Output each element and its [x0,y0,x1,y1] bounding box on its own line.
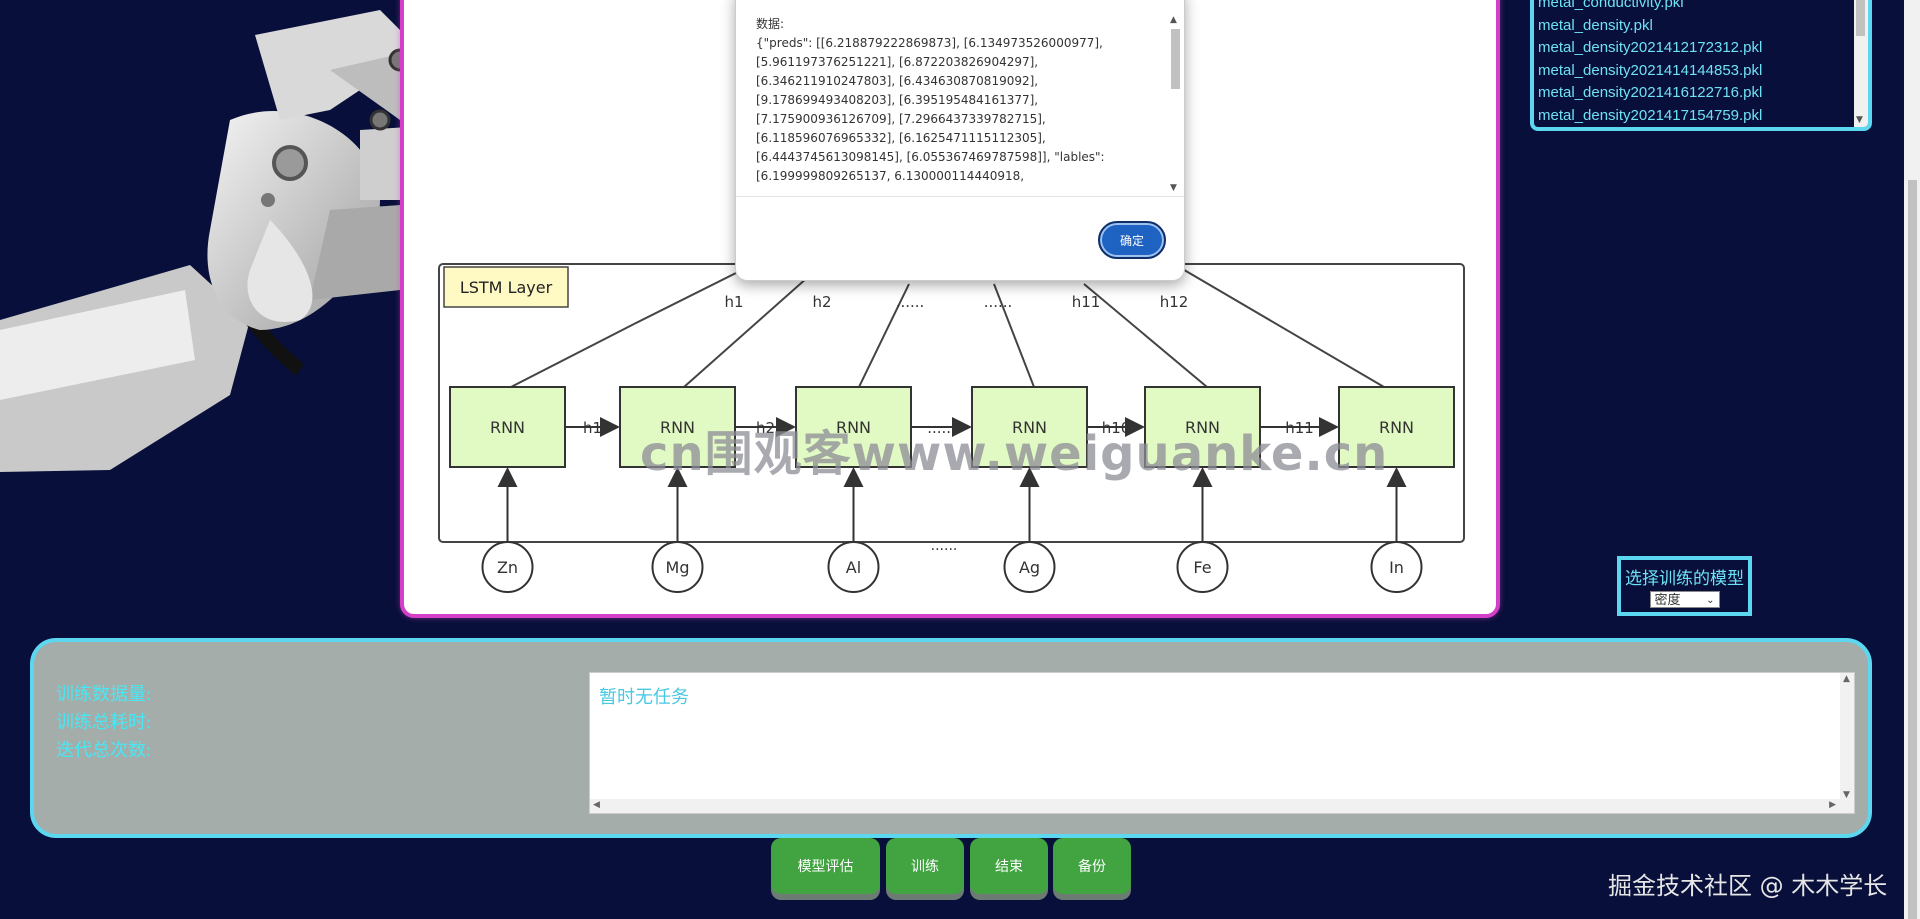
lstm-diagram-panel: LSTM Layer h1 h2 ...... ...... h11 h12 R… [400,0,1500,618]
input-node [1370,541,1423,593]
hidden-state-label: h2 [756,419,775,437]
scroll-left-icon[interactable]: ◀ [593,800,600,810]
training-log-textarea[interactable]: 暂时无任务 ▲ ▼ ◀ ▶ [589,672,1855,814]
footer-credit: 掘金技术社区 @ 木木学长 [1608,872,1888,900]
hidden-top-label: h11 [1072,293,1101,311]
file-list-scroll-thumb[interactable] [1856,0,1865,36]
model-select-value: 密度 [1654,593,1681,608]
input-node [651,541,704,593]
log-text: 暂时无任务 [599,687,689,707]
modal-scroll-thumb[interactable] [1171,29,1180,89]
lstm-layer-label-box [443,266,569,308]
log-vertical-scrollbar[interactable]: ▲ ▼ [1840,673,1854,801]
page-scroll-thumb[interactable] [1908,180,1917,919]
file-item[interactable]: metal_density2021417154759.pkl [1538,106,1763,124]
file-item[interactable]: metal_conductivity.pkl [1538,0,1684,11]
input-node [481,541,534,593]
inputs: Zn Mg Al Ag Fe In [481,467,1423,593]
file-item[interactable]: metal_density.pkl [1538,16,1653,34]
hidden-top-label: h1 [724,293,743,311]
hidden-top-label: h2 [812,293,831,311]
rnn-cell-label: RNN [836,418,871,437]
rnn-cell-label: RNN [490,418,525,437]
rnn-cell-label: RNN [1185,418,1220,437]
lstm-layer-frame [438,263,1465,543]
input-node-label: Fe [1193,558,1211,577]
chevron-down-icon: ⌄ [1706,595,1715,606]
modal-heading: 数据: [756,17,785,31]
rnn-cell [619,386,736,468]
rnn-cell-label: RNN [660,418,695,437]
stat-total-time: 训练总耗时: [56,712,152,732]
hidden-output-lines [510,223,1385,388]
scroll-down-icon[interactable]: ▼ [1843,790,1850,800]
hidden-top-label: h12 [1160,293,1189,311]
input-node-label: Mg [666,558,690,577]
file-list-scrollbar[interactable]: ▼ [1854,0,1868,127]
training-status-panel: 训练数据量: 训练总耗时: 迭代总次数: 暂时无任务 ▲ ▼ ◀ ▶ [30,638,1872,838]
hidden-state-label: ...... [927,419,956,437]
model-file-list[interactable]: metal_conductivity.pkl metal_density.pkl… [1530,0,1872,131]
modal-divider [736,196,1184,197]
modal-content: 数据: {"preds": [[6.218879222869873], [6.1… [756,15,1186,187]
backup-button[interactable]: 备份 [1053,838,1131,894]
input-ellipsis: ...... [931,538,958,554]
modal-json-text: {"preds": [[6.218879222869873], [6.13497… [756,36,1105,183]
file-item[interactable]: metal_density2021414144853.pkl [1538,61,1763,79]
watermark: cn围观客www.weiguanke.cn [640,426,1389,482]
hidden-top-label: ...... [984,293,1013,311]
rnn-cell-label: RNN [1379,418,1414,437]
input-node [1003,541,1056,593]
file-item[interactable]: metal_density2021416122716.pkl [1538,84,1763,101]
evaluation-result-modal: 数据: {"preds": [[6.218879222869873], [6.1… [735,0,1185,281]
hidden-state-label: h10 [1102,419,1131,437]
model-select-dropdown[interactable]: 密度 ⌄ [1649,591,1720,608]
input-node-label: Zn [497,558,518,577]
hidden-between: h1 h2...... h10 h11 [565,417,1339,437]
hidden-state-label: h11 [1285,419,1314,437]
input-node [827,541,880,593]
input-node-label: Al [846,558,861,577]
scroll-down-icon[interactable]: ▼ [1856,115,1863,125]
modal-scrollbar[interactable]: ▲ ▼ [1168,15,1182,193]
hidden-top-label: ...... [896,293,925,311]
scroll-down-icon[interactable]: ▼ [1170,183,1177,193]
rnn-cell [1338,386,1455,468]
input-node-label: In [1389,558,1404,577]
confirm-button[interactable]: 确定 [1098,221,1166,259]
model-select-label: 选择训练的模型 [1625,569,1744,588]
file-item[interactable]: metal_density2021412172312.pkl [1538,39,1763,56]
scroll-up-icon[interactable]: ▲ [1170,15,1177,25]
page-scrollbar[interactable] [1904,0,1920,919]
rnn-cell-label: RNN [1012,418,1047,437]
train-button[interactable]: 训练 [886,838,964,894]
stat-data-amount: 训练数据量: [56,684,152,704]
model-select-box: 选择训练的模型 密度 ⌄ [1617,556,1752,616]
scroll-up-icon[interactable]: ▲ [1843,674,1850,684]
stat-iterations: 迭代总次数: [56,740,152,760]
log-horizontal-scrollbar[interactable]: ◀ ▶ [590,799,1854,813]
end-button[interactable]: 结束 [970,838,1048,894]
input-node-label: Ag [1019,558,1040,577]
scroll-right-icon[interactable]: ▶ [1829,800,1836,810]
evaluate-model-button[interactable]: 模型评估 [771,838,880,894]
hidden-state-label: h1 [583,419,602,437]
input-node [1176,541,1229,593]
lstm-layer-label: LSTM Layer [460,278,553,297]
